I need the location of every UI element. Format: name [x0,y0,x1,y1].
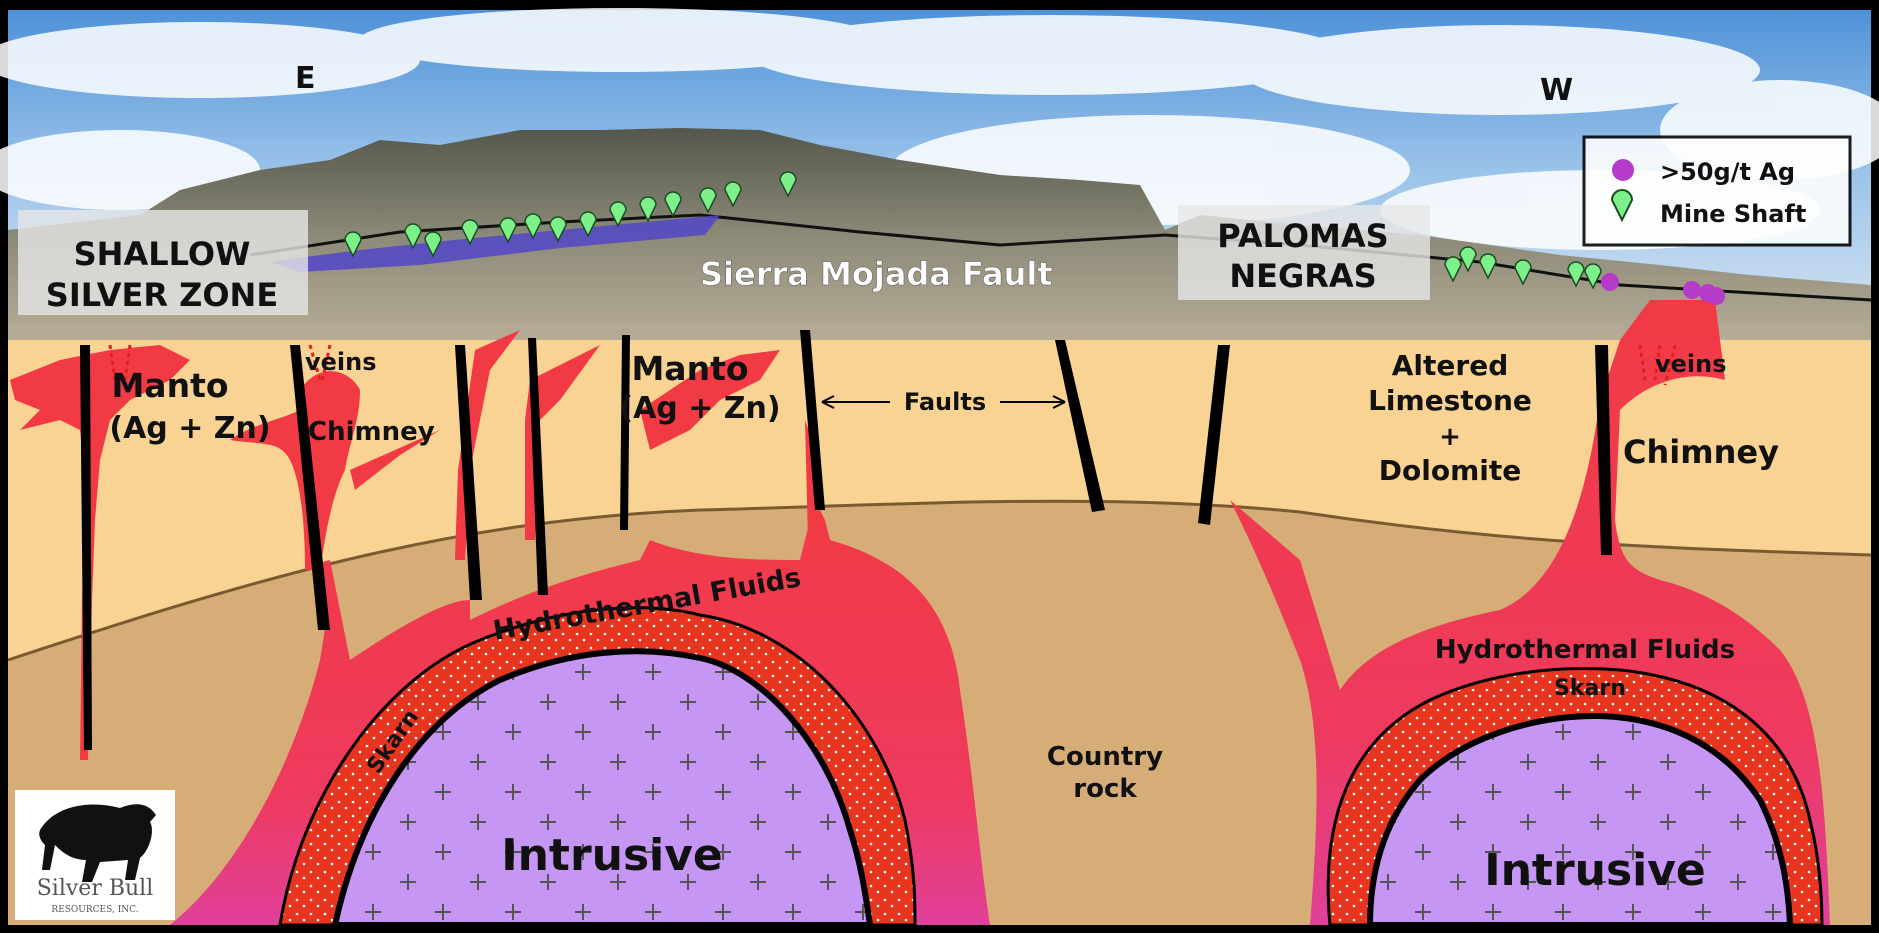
manto-right-label-2: (Ag + Zn) [619,391,780,426]
altered-label-3: + [1439,422,1461,452]
shallow-zone-label-2: SILVER ZONE [46,276,278,314]
altered-label-1: Altered [1392,349,1508,382]
manto-left-label-1: Manto [111,366,228,405]
intrusive-right-label: Intrusive [1484,845,1706,896]
veins-left-label: veins [305,348,377,376]
country-rock-label-2: rock [1073,774,1137,804]
altered-label-2: Limestone [1368,384,1532,417]
logo-sub: RESOURCES, INC. [51,905,138,915]
legend: >50g/t Ag Mine Shaft [1584,137,1850,245]
logo-name: Silver Bull [37,876,154,901]
chimney-left-label: Chimney [308,417,435,447]
country-rock-label-1: Country [1047,742,1163,772]
shallow-zone-label-1: SHALLOW [74,235,251,273]
intrusive-left-label: Intrusive [501,830,723,881]
legend-item-ag: >50g/t Ag [1660,158,1795,186]
manto-right-label-1: Manto [631,349,748,388]
palomas-label-1: PALOMAS [1217,217,1388,255]
faults-label: Faults [904,388,986,416]
direction-west: W [1540,73,1573,108]
hydro-right-label: Hydrothermal Fluids [1435,635,1735,665]
veins-right-label: veins [1655,350,1727,378]
altered-label-4: Dolomite [1379,454,1521,487]
silver-bull-logo: Silver Bull RESOURCES, INC. [15,790,175,920]
legend-item-shaft: Mine Shaft [1660,200,1806,228]
purple-sphere-icon [1612,159,1634,181]
fault-name-label: Sierra Mojada Fault [700,255,1053,293]
direction-east: E [295,61,316,96]
chimney-right-label: Chimney [1623,433,1779,471]
skarn-right-label: Skarn [1554,676,1626,701]
palomas-label-2: NEGRAS [1229,257,1376,295]
manto-left-label-2: (Ag + Zn) [109,411,270,446]
